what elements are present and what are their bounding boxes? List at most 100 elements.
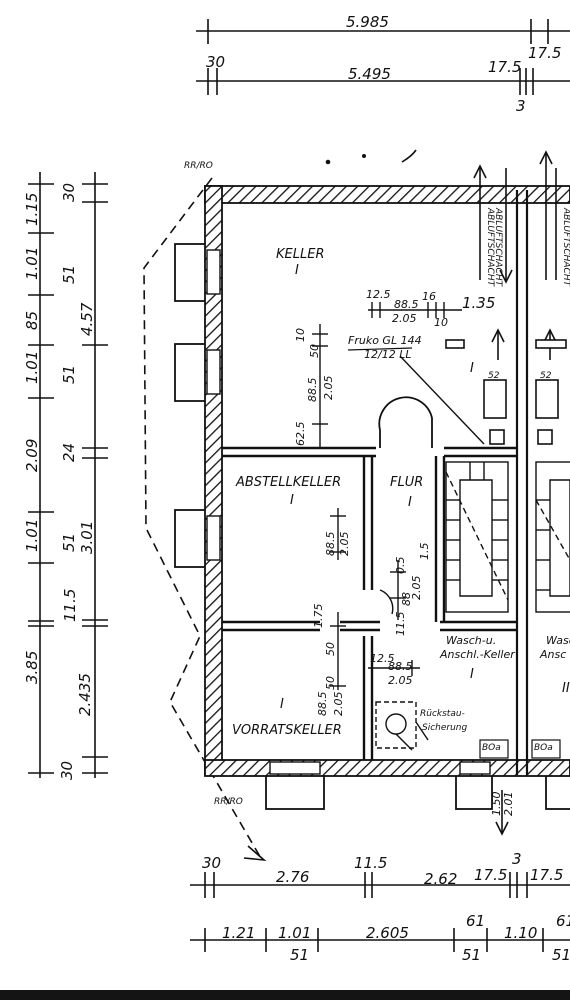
door-swing bbox=[378, 396, 433, 448]
dim-int-115: 11.5 bbox=[394, 612, 407, 637]
dim-int-50c: 50 bbox=[324, 676, 337, 690]
dim-int-201: 2.01 bbox=[502, 792, 515, 817]
bottom-dimension-chains bbox=[190, 872, 570, 952]
exhaust-arrows bbox=[473, 150, 557, 836]
room-wasch-1: Wasch-u. bbox=[446, 634, 496, 647]
party-wall bbox=[515, 190, 529, 775]
label-rueckstau-2: Sicherung bbox=[422, 723, 468, 733]
dim-left-85: 85 bbox=[23, 311, 41, 330]
dim-int-205e: 2.05 bbox=[332, 692, 345, 717]
room-wasch-2: Anschl.-Keller bbox=[439, 648, 516, 661]
dim-top-175a: 17.5 bbox=[528, 44, 561, 62]
dashed-slope-outline bbox=[143, 177, 263, 861]
dim-inner-301: 3.01 bbox=[78, 521, 96, 554]
dim-bot-262: 2.62 bbox=[424, 870, 457, 888]
dim-bot-101: 1.01 bbox=[278, 924, 311, 942]
dim-bot-30: 30 bbox=[202, 854, 221, 872]
dim-int-205d: 2.05 bbox=[410, 576, 423, 601]
room-right-num: II bbox=[562, 681, 570, 696]
dim-int-88: 88 bbox=[400, 592, 413, 606]
label-fruko: Fruko GL 144 bbox=[348, 334, 422, 347]
label-bo-left: BOa bbox=[482, 743, 501, 753]
dim-int-885d: 88.5 bbox=[316, 692, 329, 717]
dim-top-5985: 5.985 bbox=[346, 13, 389, 31]
dim-int-10a: 10 bbox=[434, 316, 448, 329]
dim-left-101c: 1.01 bbox=[23, 519, 41, 552]
dim-bot-3: 3 bbox=[512, 850, 522, 868]
dim-bot-175a: 17.5 bbox=[474, 866, 507, 884]
dim-int-15: 1.5 bbox=[418, 543, 431, 561]
label-rueckstau-1: Rückstau- bbox=[420, 709, 465, 719]
bottom-bar bbox=[0, 990, 570, 1000]
dim-bot-110: 1.10 bbox=[504, 924, 537, 942]
dim-inner-51a: 51 bbox=[60, 265, 78, 284]
dim-int-125b: 12.5 bbox=[370, 652, 395, 665]
window-openings bbox=[206, 249, 491, 775]
room-flur: FLUR bbox=[390, 475, 423, 490]
room-keller-num: I bbox=[295, 263, 299, 278]
dim-int-10b: 10 bbox=[294, 328, 307, 342]
fruko-leader bbox=[399, 355, 485, 445]
room-wasch-num: I bbox=[470, 667, 474, 682]
dim-inner-51c: 51 bbox=[60, 533, 78, 552]
dim-int-05: 0.5 bbox=[394, 557, 407, 575]
dim-int-625: 62.5 bbox=[294, 422, 307, 447]
exhaust-label-1: ABLUFTSCHACHT bbox=[485, 207, 495, 288]
dim-int-885a: 88.5 bbox=[394, 298, 419, 311]
dim-left-385: 3.85 bbox=[23, 651, 41, 684]
exhaust-label-3: ABLUFTSCHACHT bbox=[561, 207, 570, 288]
dim-bot-175b: 17.5 bbox=[530, 866, 563, 884]
dim-int-50a: 50 bbox=[308, 344, 321, 358]
staircase-right bbox=[535, 461, 570, 613]
staircase-left bbox=[445, 461, 509, 613]
interior-walls bbox=[222, 446, 517, 760]
left-dimension-chains bbox=[28, 172, 108, 778]
room-vorratskeller-num: I bbox=[280, 697, 284, 712]
duct-boxes bbox=[445, 339, 567, 445]
dim-left-101b: 1.01 bbox=[23, 351, 41, 384]
bo-box-right bbox=[531, 739, 561, 759]
dim-int-16: 16 bbox=[422, 290, 436, 303]
dim-left-2435: 2.435 bbox=[76, 673, 94, 716]
dim-int-150: 1.50 bbox=[490, 792, 503, 817]
dim-int-885c: 88.5 bbox=[324, 532, 337, 557]
bo-box-left bbox=[479, 739, 509, 759]
room-flur-num: I bbox=[408, 495, 412, 510]
dim-inner-457: 4.57 bbox=[78, 302, 96, 336]
interior-dim-lines bbox=[312, 302, 462, 690]
dim-int-205b: 2.05 bbox=[322, 376, 335, 401]
dim-left-115: 1.15 bbox=[23, 193, 41, 226]
room-vorratskeller: VORRATSKELLER bbox=[232, 723, 342, 738]
dim-int-205f: 2.05 bbox=[388, 674, 413, 687]
dim-int-885e: 88.5 bbox=[388, 660, 413, 673]
dim-bot-115: 11.5 bbox=[354, 854, 387, 872]
dim-top-30: 30 bbox=[206, 53, 225, 71]
dim-int-125: 12.5 bbox=[366, 288, 391, 301]
dim-int-175: 1.75 bbox=[312, 604, 325, 629]
dim-top-175b: 17.5 bbox=[488, 58, 521, 76]
dim-inner-51b: 51 bbox=[60, 365, 78, 384]
top-dimension-chain bbox=[196, 19, 570, 95]
dim-left-30b: 30 bbox=[58, 761, 76, 780]
label-bo-right: BOa bbox=[534, 743, 553, 753]
dim-int-50b: 50 bbox=[324, 642, 337, 656]
room-wasch-right-1: Wasch bbox=[546, 634, 570, 647]
dim-bot-61a: 61 bbox=[466, 912, 485, 930]
dim-bot-51a: 51 bbox=[290, 946, 309, 964]
door-swing-small bbox=[379, 589, 394, 615]
slope-arrow-icon bbox=[243, 845, 267, 862]
dim-left-209: 2.09 bbox=[23, 439, 41, 472]
fruko-underline bbox=[347, 347, 413, 351]
room-keller: KELLER bbox=[276, 247, 324, 262]
dim-int-885b: 88.5 bbox=[306, 378, 319, 403]
dim-bot-61b: 61 bbox=[556, 912, 570, 930]
label-rr-top: RR/RO bbox=[184, 161, 213, 171]
dim-inner-24: 24 bbox=[60, 443, 78, 462]
room-number-shaft: I bbox=[470, 361, 474, 376]
dim-left-115b: 11.5 bbox=[61, 589, 79, 622]
dim-int-135: 1.35 bbox=[462, 294, 495, 312]
light-wells bbox=[174, 243, 570, 810]
exhaust-label-2: ABLUFTSCHACHT bbox=[493, 207, 503, 288]
dim-bot-2605: 2.605 bbox=[366, 924, 409, 942]
